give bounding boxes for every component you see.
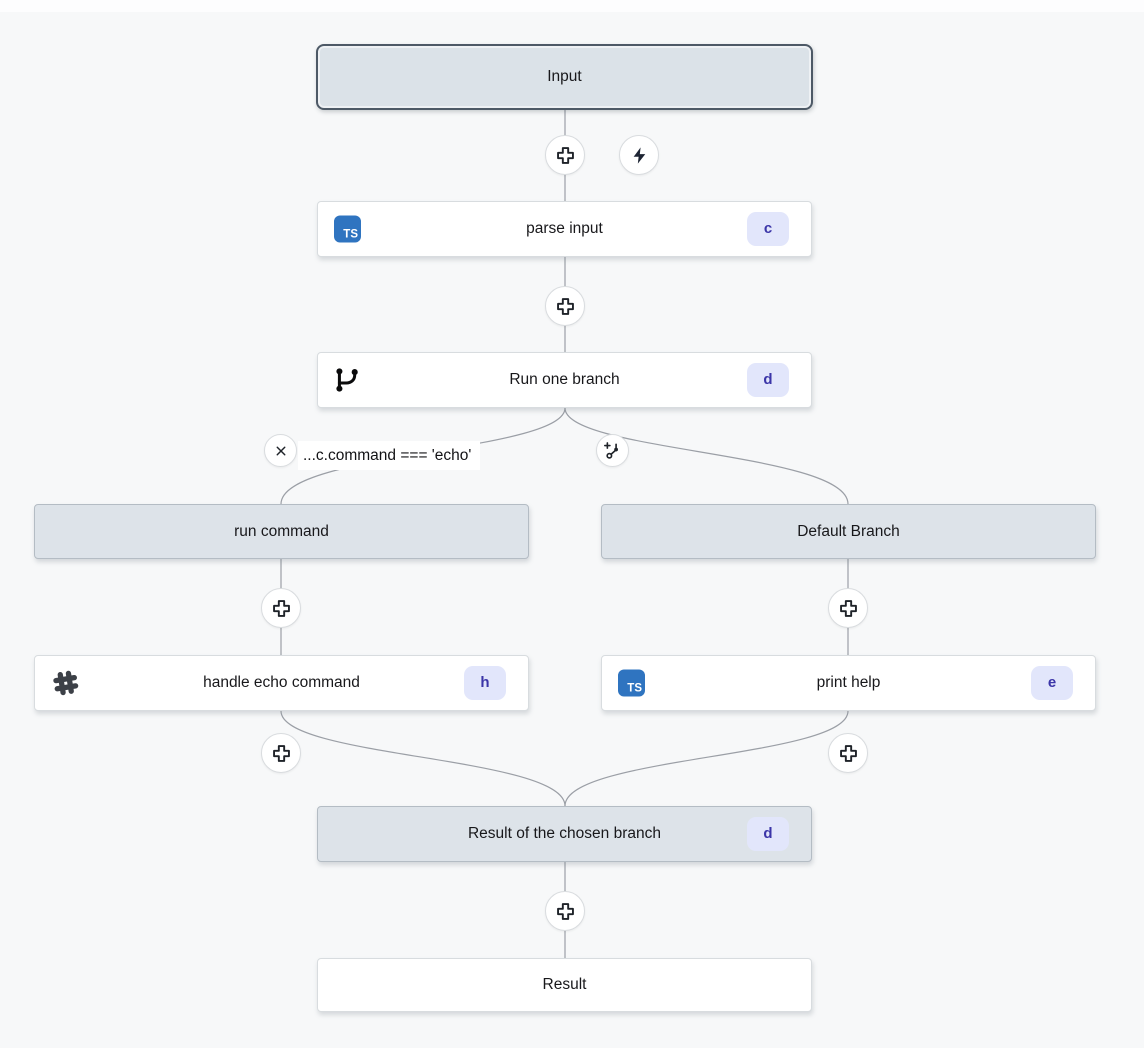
x-icon (276, 446, 285, 455)
add-step-button[interactable] (261, 733, 301, 773)
node-default-branch-label: Default Branch (797, 522, 900, 540)
add-branch-button[interactable] (596, 434, 629, 467)
plus-icon (556, 297, 574, 315)
branch-condition-label: ...c.command === 'echo' (298, 441, 481, 470)
node-run-command-label: run command (234, 522, 329, 540)
add-step-button[interactable] (261, 588, 301, 628)
canvas-top-strip (0, 0, 1144, 12)
node-default-branch[interactable]: Default Branch (601, 504, 1096, 559)
step-id-badge: h (464, 666, 506, 700)
node-parse-input[interactable]: TS parse input c (317, 201, 812, 257)
plus-icon (272, 744, 290, 762)
plus-icon (272, 599, 290, 617)
node-run-one-branch[interactable]: Run one branch d (317, 352, 812, 408)
node-parse-input-label: parse input (526, 220, 603, 237)
node-result-of-chosen-branch[interactable]: Result of the chosen branch d (317, 806, 812, 862)
node-print-help[interactable]: TS print help e (601, 655, 1096, 711)
add-step-button[interactable] (828, 588, 868, 628)
trigger-button[interactable] (619, 135, 659, 175)
node-input[interactable]: Input (316, 44, 813, 110)
plus-icon (839, 744, 857, 762)
branch-condition-button[interactable] (264, 434, 297, 467)
git-branch-icon (333, 366, 361, 394)
node-input-label: Input (547, 68, 582, 85)
node-print-help-label: print help (816, 674, 881, 691)
node-handle-echo-command-label: handle echo command (203, 674, 360, 691)
typescript-icon: TS (334, 215, 361, 243)
typescript-icon-label: TS (627, 682, 642, 695)
plus-icon (556, 902, 574, 920)
node-run-command[interactable]: run command (34, 504, 529, 559)
node-run-one-branch-label: Run one branch (509, 371, 620, 388)
step-id-badge: e (1031, 666, 1073, 700)
add-step-button[interactable] (828, 733, 868, 773)
hash-icon (50, 668, 81, 699)
add-step-button[interactable] (545, 891, 585, 931)
step-id-badge: d (747, 363, 789, 397)
step-id-badge: c (747, 212, 789, 246)
add-step-button[interactable] (545, 135, 585, 175)
add-step-button[interactable] (545, 286, 585, 326)
plus-icon (839, 599, 857, 617)
typescript-icon: TS (618, 669, 645, 697)
node-result-label: Result (542, 976, 587, 993)
branch-plus-icon (603, 441, 618, 459)
node-result[interactable]: Result (317, 958, 812, 1012)
zap-icon (633, 146, 645, 164)
node-result-of-chosen-branch-label: Result of the chosen branch (467, 825, 661, 842)
step-id-badge: d (747, 817, 789, 851)
node-handle-echo-command[interactable]: handle echo command h (34, 655, 529, 711)
plus-icon (556, 146, 574, 164)
typescript-icon-label: TS (343, 228, 358, 241)
